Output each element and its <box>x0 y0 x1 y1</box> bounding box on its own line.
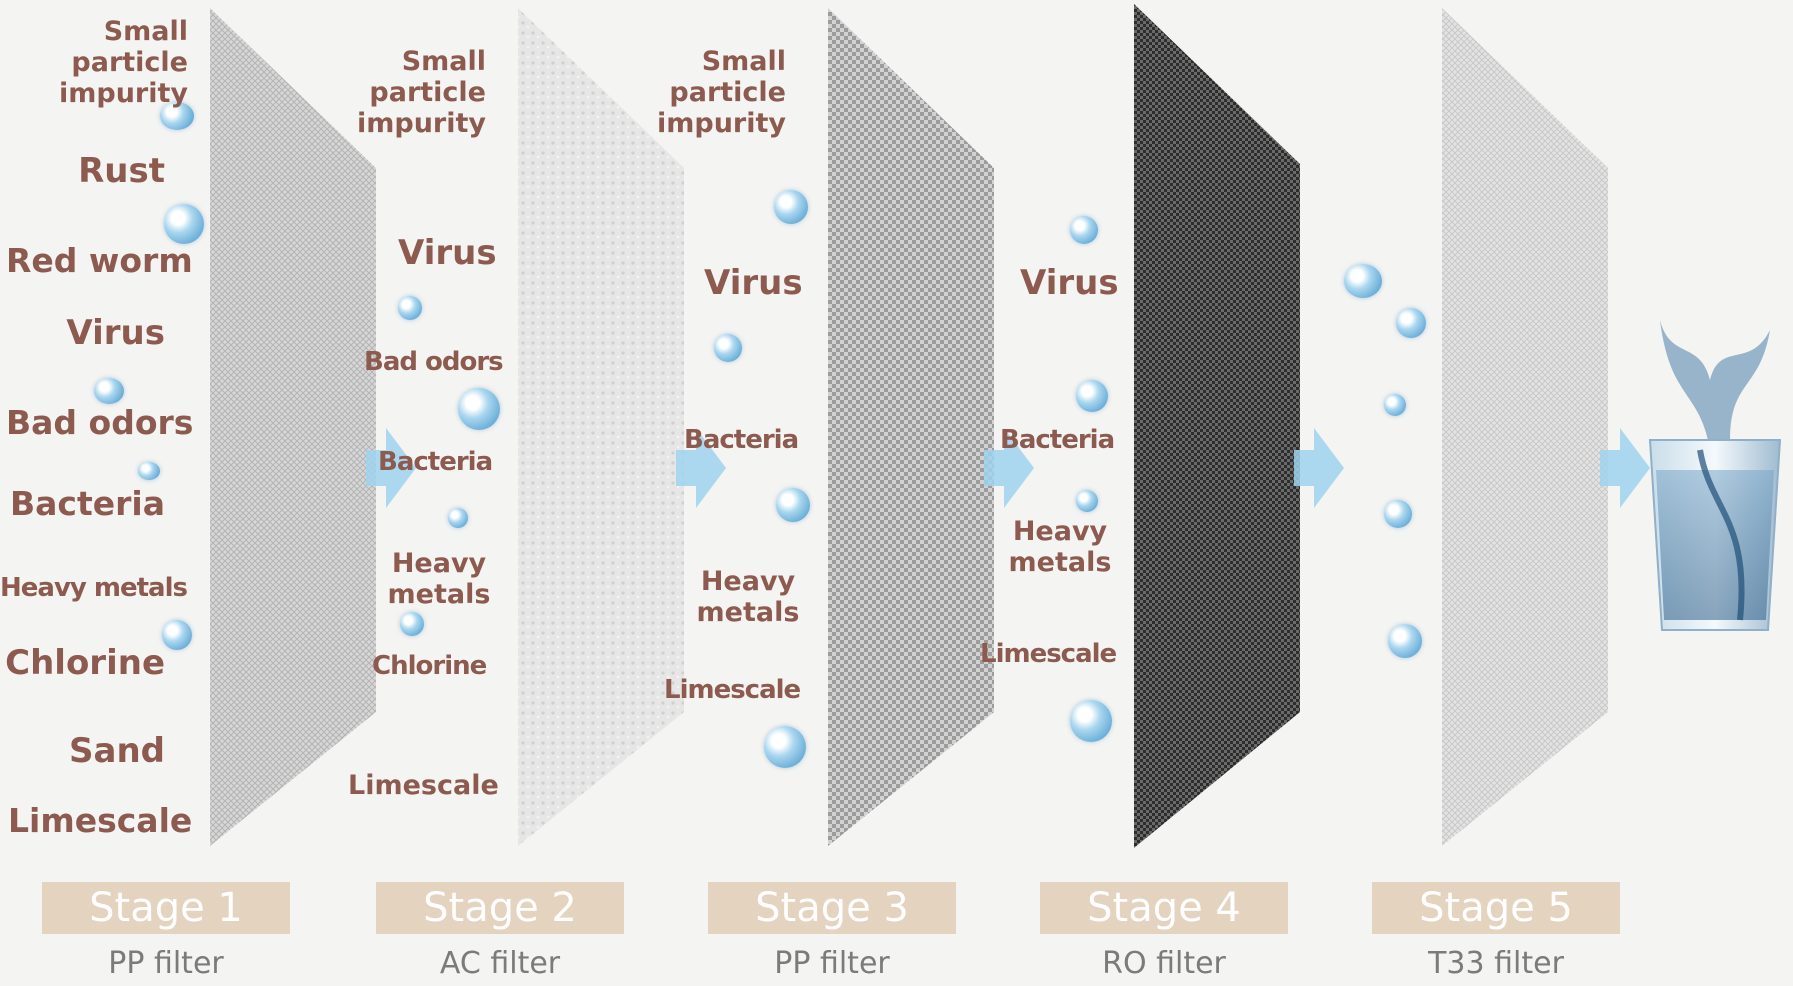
stage2-label-bad-odors: Bad odors <box>364 347 504 377</box>
stage4-label-virus: Virus <box>1020 263 1119 303</box>
arrow-icon <box>1294 428 1344 508</box>
arrow-icon <box>1600 428 1650 508</box>
stage-badge-2: Stage 2 <box>376 882 624 934</box>
stage-badge-3: Stage 3 <box>708 882 956 934</box>
water-glass-icon <box>1648 320 1782 631</box>
water-drop-icon <box>448 508 468 528</box>
stage-badge-5: Stage 5 <box>1372 882 1620 934</box>
filter-name-1: PP filter <box>108 946 224 981</box>
water-drop-icon <box>458 388 500 430</box>
water-drop-icon <box>1384 394 1406 416</box>
water-drop-icon <box>764 726 806 768</box>
arrow-icon <box>366 428 416 508</box>
water-drop-icon <box>1396 308 1426 338</box>
stage1-label-red-worm: Red worm <box>6 241 193 280</box>
stage2-label-limescale: Limescale <box>348 770 499 801</box>
water-drop-icon <box>1076 380 1108 412</box>
water-drop-icon <box>714 334 742 362</box>
filter-panel-4 <box>1134 4 1300 848</box>
stage1-label-sand: Sand <box>69 731 165 771</box>
water-drop-icon <box>138 462 160 480</box>
water-drop-icon <box>164 204 204 244</box>
water-drop-icon <box>1076 490 1098 512</box>
filter-name-3: PP filter <box>774 946 890 981</box>
water-drop-icon <box>162 620 192 650</box>
stage3-label-limescale: Limescale <box>664 675 801 705</box>
stage-badge-1: Stage 1 <box>42 882 290 934</box>
water-drop-icon <box>1070 216 1098 244</box>
water-drop-icon <box>1384 500 1412 528</box>
filter-panel-2 <box>518 8 684 846</box>
stage4-label-heavy-metals: Heavy metals <box>1008 516 1112 579</box>
stage3-label-heavy-metals: Heavy metals <box>696 566 800 629</box>
filter-name-4: RO filter <box>1102 946 1226 981</box>
stage2-label-chlorine: Chlorine <box>372 651 487 681</box>
water-drop-icon <box>774 190 808 224</box>
water-drop-icon <box>400 612 424 636</box>
stage3-label-bacteria: Bacteria <box>684 425 799 455</box>
water-drop-icon <box>1344 264 1382 298</box>
filter-name-2: AC filter <box>439 946 561 981</box>
filter-panel-5 <box>1442 8 1608 846</box>
filter-panel-1 <box>210 8 376 846</box>
stage4-label-limescale: Limescale <box>980 639 1117 669</box>
stage-badge-4: Stage 4 <box>1040 882 1288 934</box>
stage1-label-bacteria: Bacteria <box>10 484 165 523</box>
water-drop-icon <box>94 378 124 404</box>
water-drop-icon <box>1070 700 1112 742</box>
stage3-label-virus: Virus <box>704 263 803 303</box>
stage3-label-small-particle: Small particle impurity <box>656 46 786 140</box>
water-drop-icon <box>160 102 194 130</box>
stage2-label-heavy-metals: Heavy metals <box>387 548 491 611</box>
arrow-icon <box>676 428 726 508</box>
water-drop-icon <box>1388 624 1422 658</box>
stage1-label-rust: Rust <box>78 151 165 191</box>
stage1-label-limescale: Limescale <box>8 801 193 840</box>
filter-panel-3 <box>828 8 994 846</box>
water-drop-icon <box>398 296 422 320</box>
stage1-label-bad-odors: Bad odors <box>6 403 194 442</box>
stage4-label-bacteria: Bacteria <box>1000 425 1115 455</box>
stage1-label-small-particle: Small particle impurity <box>58 16 188 110</box>
stage1-label-virus: Virus <box>66 313 165 353</box>
stage1-label-heavy-metals: Heavy metals <box>0 573 188 603</box>
water-drop-icon <box>776 488 810 522</box>
stage2-label-virus: Virus <box>398 233 497 273</box>
arrow-icon <box>984 428 1034 508</box>
stage1-label-chlorine: Chlorine <box>5 643 165 683</box>
filter-name-5: T33 filter <box>1428 946 1564 981</box>
stage2-label-bacteria: Bacteria <box>378 447 493 477</box>
stage2-label-small-particle: Small particle impurity <box>356 46 486 140</box>
